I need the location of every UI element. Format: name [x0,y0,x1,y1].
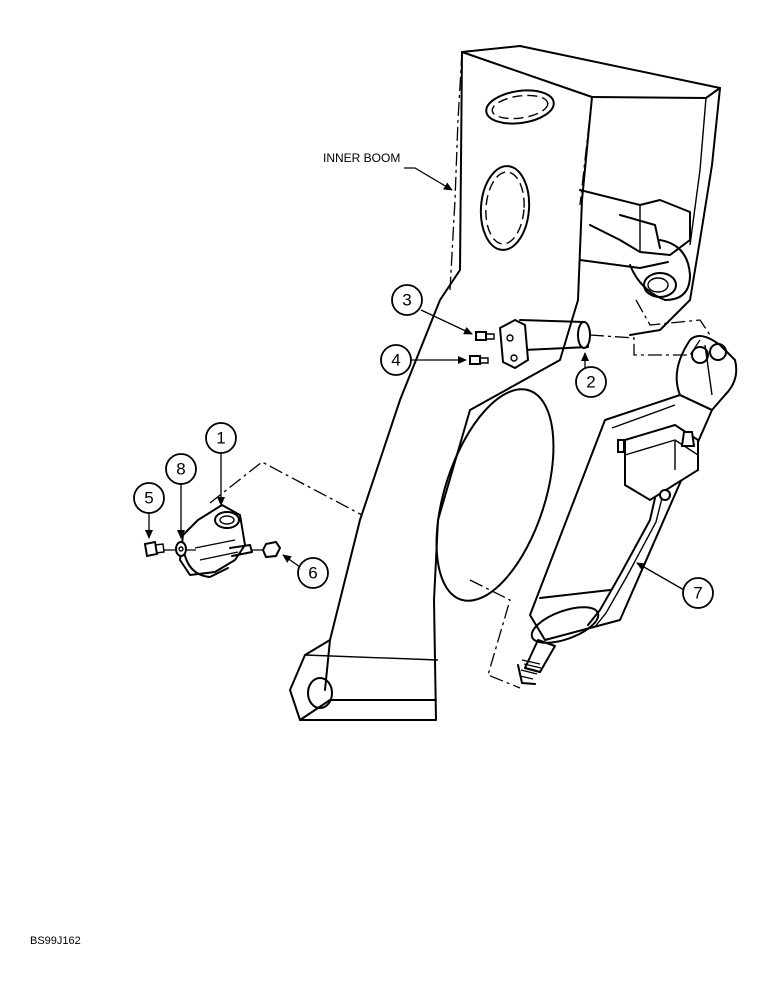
boom-pivot-pin [498,318,591,370]
bolt-4 [469,355,489,365]
callout-7-leader [636,562,685,591]
pin-alignment-line [589,334,701,356]
callout-3-circle [391,284,423,316]
callout-4-circle [380,344,412,376]
bolt-3 [475,331,495,341]
callout-6-leader [282,554,301,568]
cylinder-alignment-line [469,579,521,689]
callout-8-number: 8 [176,460,185,479]
callout-5-number: 5 [144,489,153,508]
callout-7-number: 7 [693,584,702,603]
inner-boom [289,45,721,721]
callout-7-circle [682,577,714,609]
inner-boom-label: INNER BOOM [323,151,400,165]
cylinder-alignment-line-2 [635,299,711,336]
callout-5-circle [133,482,165,514]
bolt-5 [143,540,165,558]
bracket-alignment-line [209,461,363,516]
callout-6-circle [297,557,329,589]
figure-code: BS99J162 [30,935,81,947]
callout-1-number: 1 [216,429,225,448]
bracket-assembly [179,504,253,578]
callout-3-number: 3 [402,291,411,310]
callout-1-circle [205,422,237,454]
callout-2-circle [575,366,607,398]
hydraulic-cylinder [517,335,738,685]
callout-6-number: 6 [308,564,317,583]
inner-boom-leader [404,167,453,191]
washer-8 [175,541,187,557]
callout-8-circle [165,453,197,485]
callout-2-number: 2 [586,373,595,392]
nut-6 [261,540,282,559]
callout-4-number: 4 [391,351,400,370]
callout-3-leader [420,309,473,335]
